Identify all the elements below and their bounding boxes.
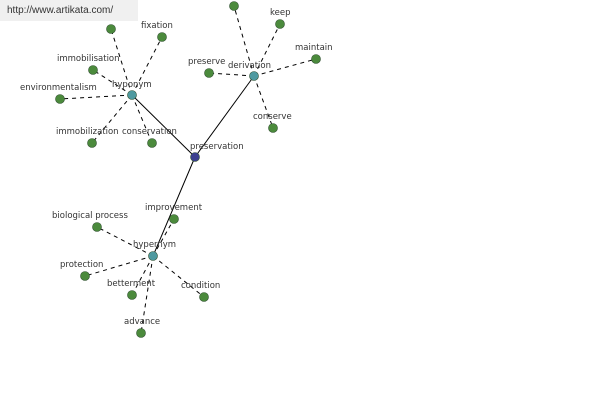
- edge-hyponym-immobilization: [91, 94, 133, 144]
- node-hyponym[interactable]: [127, 90, 137, 100]
- node-label-hyponym: hyponym: [112, 80, 152, 90]
- node-label-improvement: improvement: [145, 203, 203, 213]
- edge-hypernym-improvement: [152, 218, 175, 257]
- edge-hyponym-conservation: [131, 94, 153, 144]
- node-fixation[interactable]: [157, 32, 167, 42]
- node-label-maintain: maintain: [295, 43, 333, 53]
- node-label-condition: condition: [181, 281, 220, 291]
- node-label-derivation: derivation: [228, 61, 271, 71]
- edge-preservation-derivation: [194, 75, 255, 158]
- node-label-conserve: conserve: [253, 112, 292, 122]
- edges-layer: [59, 5, 317, 334]
- edge-hypernym-condition: [152, 255, 205, 298]
- nodes-layer: [55, 1, 321, 338]
- node-biological-process[interactable]: [92, 222, 102, 232]
- labels-layer: preservation hyponym derivation hypernym fix…: [20, 8, 333, 327]
- edge-preservation-hyponym: [131, 94, 196, 158]
- node-label-hypernym: hypernym: [133, 240, 176, 250]
- edge-hypernym-protection: [84, 255, 154, 277]
- node-label-protection: protection: [60, 260, 103, 270]
- edge-derivation-maintain: [253, 58, 317, 77]
- node-label-immobilisation: immobilisation: [57, 54, 120, 64]
- node-label-advance: advance: [124, 317, 160, 327]
- node-preservation[interactable]: [190, 152, 200, 162]
- node-hypernym[interactable]: [148, 251, 158, 261]
- node-preserve[interactable]: [204, 68, 214, 78]
- node-maintain[interactable]: [311, 54, 321, 64]
- edge-hypernym-biological-process: [96, 226, 154, 257]
- node-label-biological-process: biological process: [52, 211, 128, 221]
- node-label-fixation: fixation: [141, 21, 173, 31]
- edge-derivation-keep: [253, 23, 281, 77]
- node-betterment[interactable]: [127, 290, 137, 300]
- node-label-conservation: conservation: [122, 127, 177, 137]
- node-condition[interactable]: [199, 292, 209, 302]
- node-immobilization[interactable]: [87, 138, 97, 148]
- node-label-environmentalism: environmentalism: [20, 83, 97, 93]
- edge-hypernym-advance: [140, 255, 154, 334]
- node-derivation[interactable]: [249, 71, 259, 81]
- source-url[interactable]: http://www.artikata.com/: [0, 0, 138, 21]
- node-label-immobilization: immobilization: [56, 127, 119, 137]
- node-label-keep: keep: [270, 8, 290, 18]
- node-derivation-unlabeled[interactable]: [229, 1, 239, 11]
- edge-hyponym-hyponym-unlabeled: [110, 28, 133, 96]
- node-keep[interactable]: [275, 19, 285, 29]
- edge-hyponym-environmentalism: [59, 94, 133, 100]
- edge-preservation-hypernym: [152, 156, 196, 257]
- node-environmentalism[interactable]: [55, 94, 65, 104]
- node-conservation[interactable]: [147, 138, 157, 148]
- node-improvement[interactable]: [169, 214, 179, 224]
- node-conserve[interactable]: [268, 123, 278, 133]
- node-label-preservation: preservation: [190, 142, 244, 152]
- node-protection[interactable]: [80, 271, 90, 281]
- node-label-betterment: betterment: [107, 279, 156, 289]
- node-label-preserve: preserve: [188, 57, 225, 67]
- edge-hyponym-fixation: [131, 36, 163, 96]
- edge-derivation-conserve: [253, 75, 274, 129]
- node-immobilisation[interactable]: [88, 65, 98, 75]
- node-advance[interactable]: [136, 328, 146, 338]
- edge-derivation-preserve: [208, 72, 255, 77]
- node-hyponym-unlabeled[interactable]: [106, 24, 116, 34]
